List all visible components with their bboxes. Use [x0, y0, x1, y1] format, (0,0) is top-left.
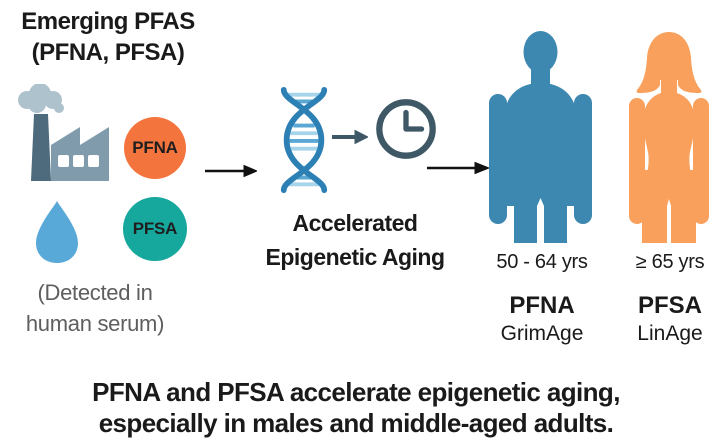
- arrow-right-icon: [332, 129, 370, 150]
- male-compound-label: PFNA: [509, 292, 575, 319]
- figure-title-line2: (PFNA, PFSA): [31, 39, 185, 66]
- conclusion-line2: especially in males and middle-aged adul…: [98, 408, 614, 438]
- conclusion-text: PFNA and PFSA accelerate epigenetic agin…: [0, 377, 712, 439]
- detected-caption-line1: (Detected in: [37, 280, 153, 305]
- male-age-range: 50 - 64 yrs: [496, 251, 588, 273]
- conclusion-line1: PFNA and PFSA accelerate epigenetic agin…: [92, 377, 620, 407]
- clock-icon: [374, 97, 438, 166]
- female-clock-label: LinAge: [637, 322, 703, 345]
- male-silhouette: [484, 30, 597, 248]
- mechanism-label: Accelerated Epigenetic Aging: [244, 206, 466, 274]
- male-outcome: PFNA GrimAge: [482, 292, 602, 348]
- arrow-right-icon: [427, 160, 491, 181]
- pfna-badge: PFNA: [124, 117, 186, 179]
- mechanism-label-line2: Epigenetic Aging: [265, 244, 446, 270]
- female-silhouette: [625, 30, 713, 248]
- pfna-badge-label: PFNA: [132, 138, 178, 157]
- figure-title-line1: Emerging PFAS: [21, 8, 195, 35]
- female-outcome: PFSA LinAge: [615, 292, 725, 348]
- female-age-range: ≥ 65 yrs: [635, 251, 705, 273]
- dna-helix-icon: [277, 85, 331, 200]
- pfsa-badge-label: PFSA: [132, 219, 178, 238]
- mechanism-label-line1: Accelerated: [292, 210, 418, 236]
- male-clock-label: GrimAge: [500, 322, 584, 345]
- detected-caption: (Detected in human serum): [0, 277, 190, 339]
- detected-caption-line2: human serum): [25, 311, 165, 336]
- water-drop-icon: [34, 200, 80, 269]
- arrow-right-icon: [205, 163, 259, 184]
- female-compound-label: PFSA: [637, 292, 702, 319]
- figure-title: Emerging PFAS (PFNA, PFSA): [2, 6, 214, 68]
- pfsa-badge: PFSA: [123, 197, 187, 261]
- factory-icon: [10, 83, 122, 189]
